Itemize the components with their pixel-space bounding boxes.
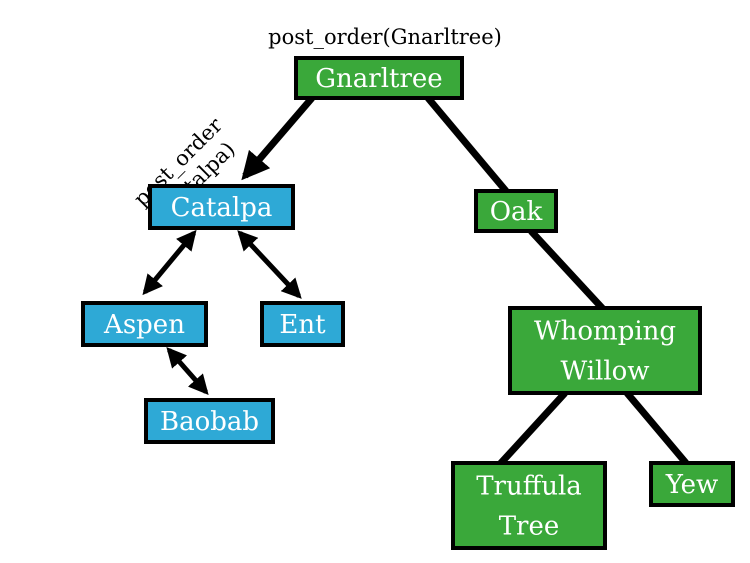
edge-willow-yew [624,390,689,466]
edge-gnarltree-catalpa [241,95,315,181]
node-catalpa: Catalpa [148,184,295,230]
node-label-whomping-willow-line2: Willow [560,357,649,387]
node-label-baobab: Baobab [160,407,259,437]
node-box-whomping-willow [508,306,702,395]
node-box-aspen [81,301,208,347]
node-ent: Ent [260,301,345,347]
edge-willow-truffula [497,390,568,467]
node-label-truffula-tree-line1: Truffula [476,472,582,502]
node-oak: Oak [474,189,558,233]
node-label-oak: Oak [490,197,543,227]
edges-layer [142,95,689,467]
node-box-catalpa [148,184,295,230]
node-label-whomping-willow-line1: Whomping [534,317,676,347]
node-box-baobab [144,398,275,444]
edge-aspen-baobab [166,346,209,396]
edge-oak-willow [528,228,607,313]
edge-catalpa-ent [237,230,302,299]
node-label-catalpa: Catalpa [171,193,273,223]
edge-catalpa-aspen [142,229,197,296]
root-call-label: post_order(Gnarltree) [268,25,502,49]
node-label-aspen: Aspen [103,310,185,340]
edge-gnarltree-oak [425,95,509,194]
node-gnarltree: Gnarltree [294,56,464,100]
node-box-yew [649,461,735,507]
node-label-truffula-tree-line2: Tree [499,512,560,542]
node-box-truffula-tree [451,461,607,550]
node-yew: Yew [649,461,735,507]
node-label-ent: Ent [279,310,326,340]
node-box-gnarltree [294,56,464,100]
node-label-gnarltree: Gnarltree [315,64,442,94]
node-aspen: Aspen [81,301,208,347]
node-baobab: Baobab [144,398,275,444]
node-label-yew: Yew [665,470,719,500]
node-box-ent [260,301,345,347]
node-box-oak [474,189,558,233]
